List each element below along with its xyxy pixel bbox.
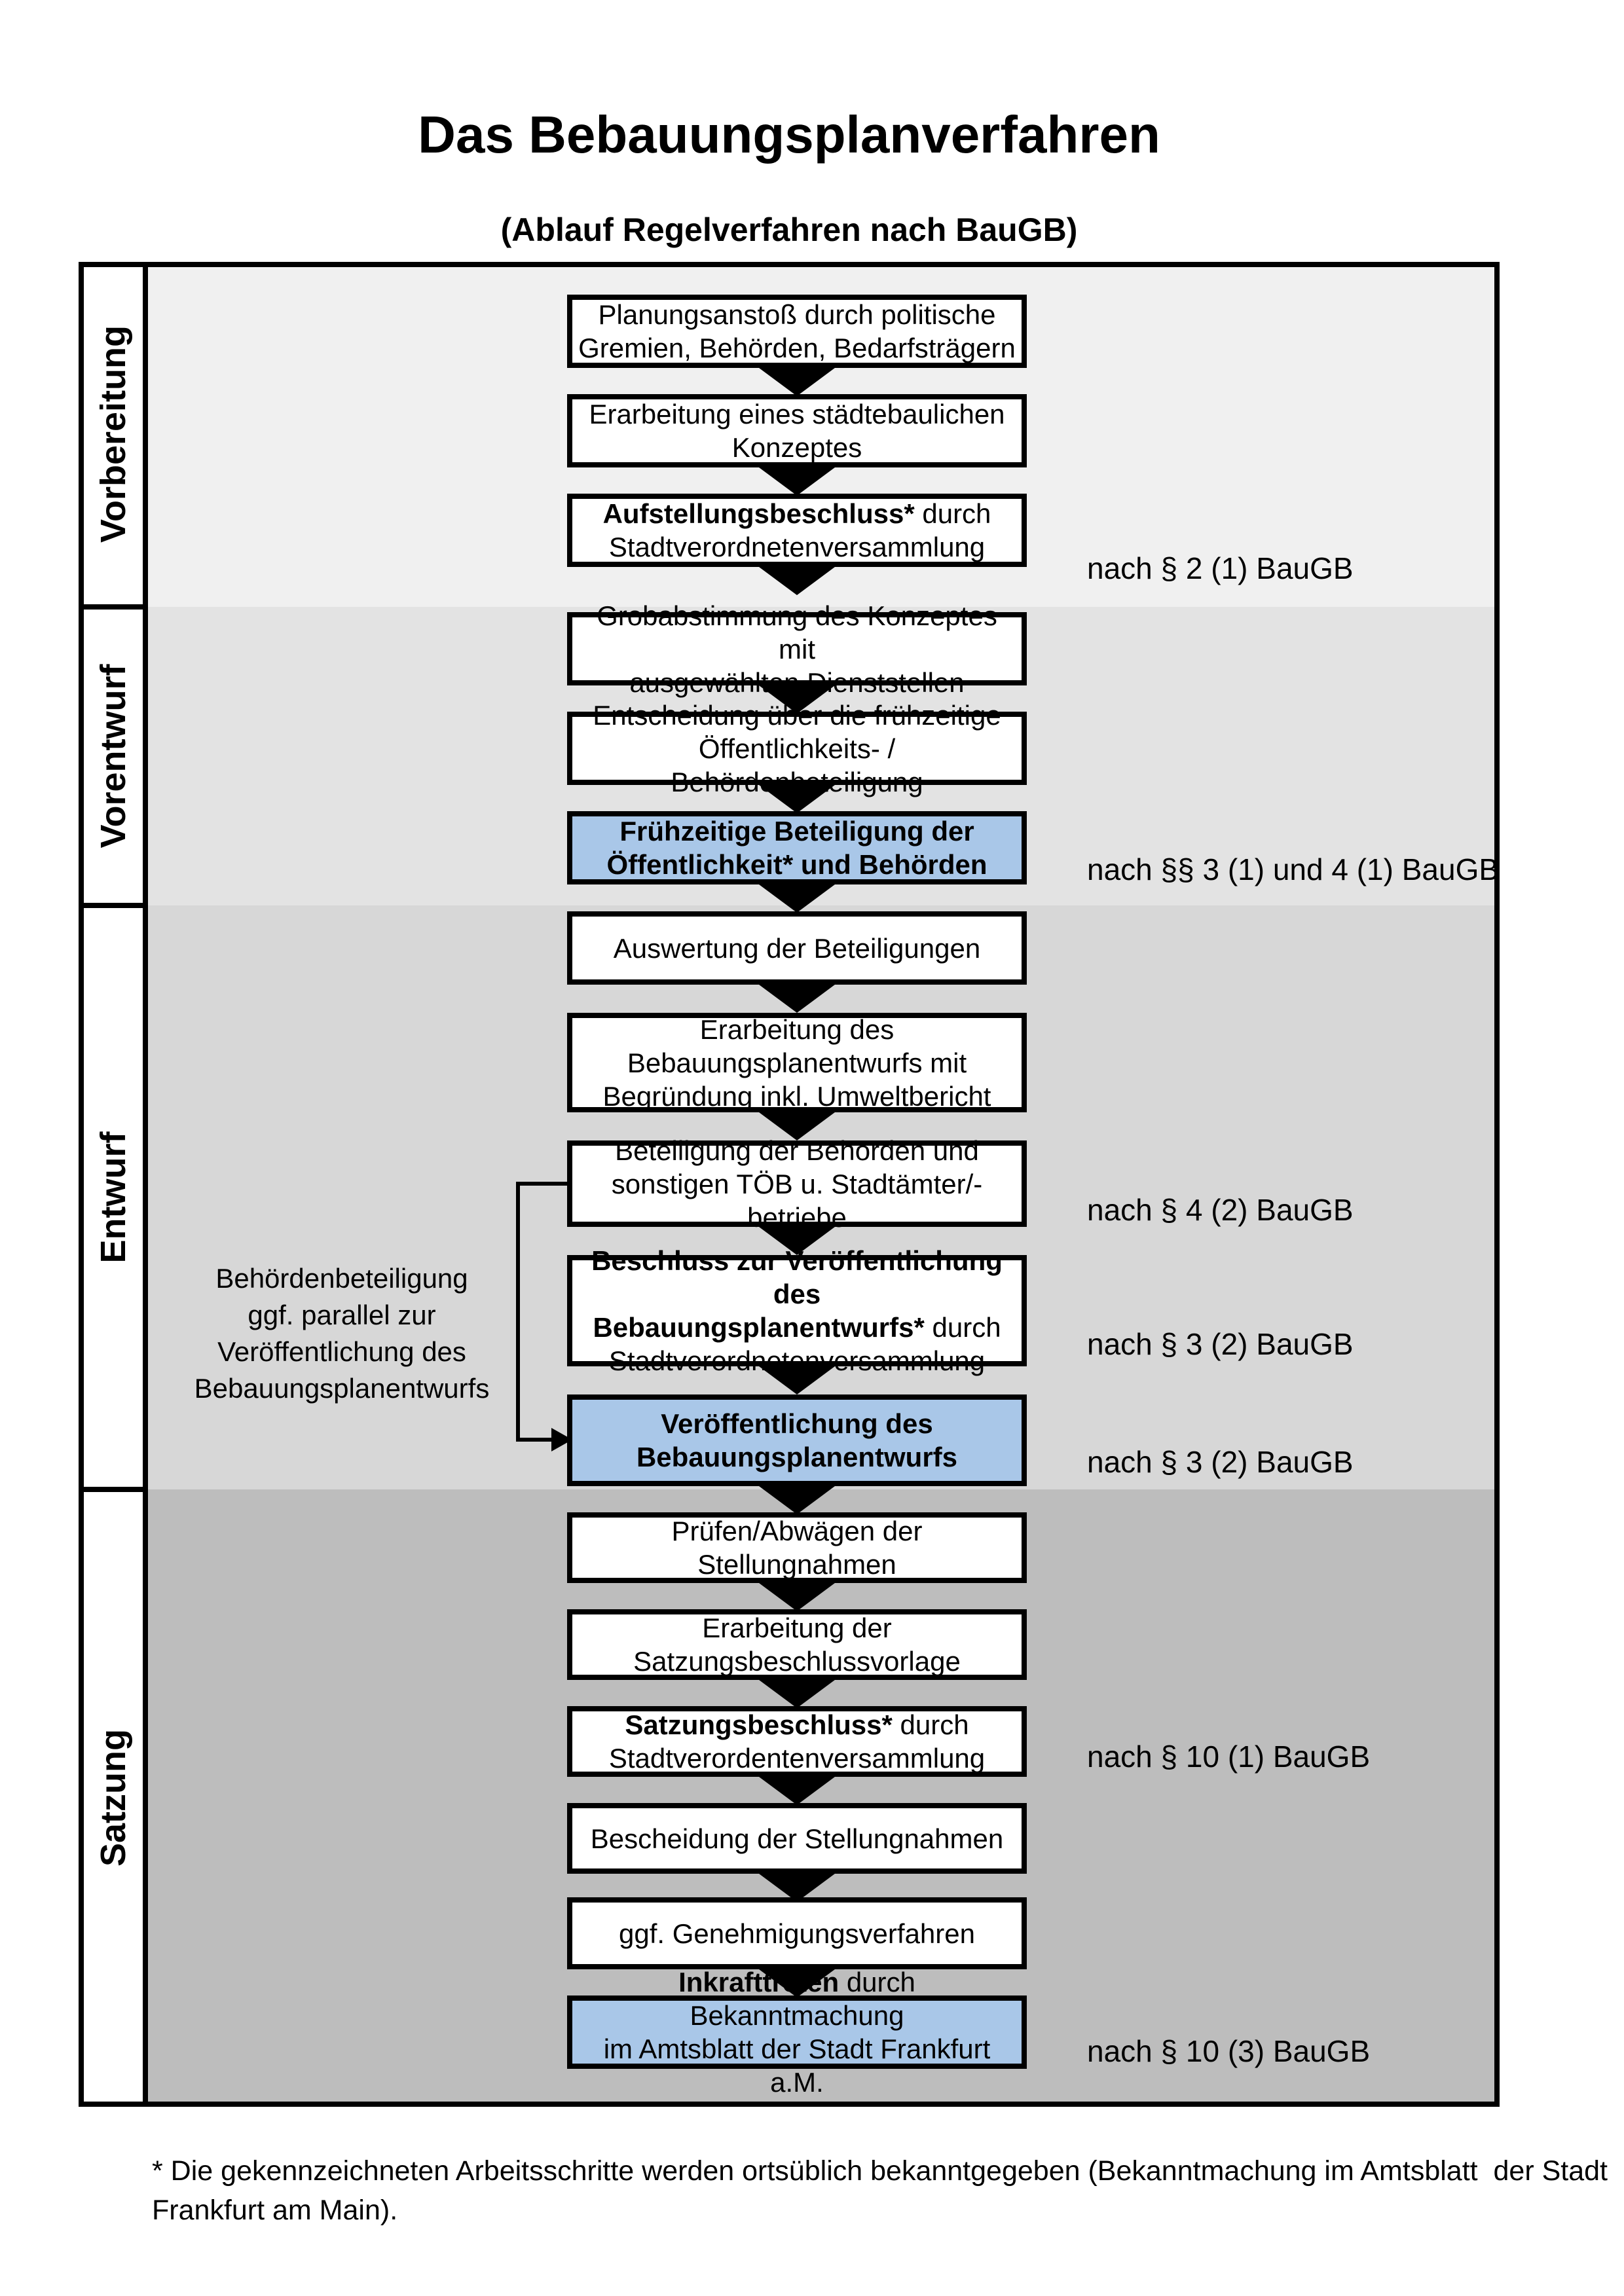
box-text: im Amtsblatt der Stadt Frankfurt a.M. [603,2033,991,2098]
box-text: Öffentlichkeit* und Behörden [606,849,987,880]
box-text: Entscheidung über die frühzeitige [593,699,1001,731]
box-text: Stadtverordnetenversammlung [608,1345,986,1376]
box-text: Begründung inkl. Umweltbericht [602,1080,991,1112]
box-text: Bebauungsplanentwurfs mit [627,1047,967,1078]
box-text: Stadtverordentenversammlung [608,1743,986,1774]
bracket-arrow-right-icon [551,1428,572,1451]
flow-arrow-down-icon [756,783,838,813]
box-text: Stadtverordnetenversammlung [608,532,986,562]
phase-label-vorbereitung: Vorbereitung [94,325,133,543]
flow-arrow-down-icon [756,1967,838,1997]
flow-box-inkrafttreten: Inkrafttreten durch Bekanntmachung im Am… [567,1967,1027,2098]
flow-arrow-down-icon [756,1364,838,1394]
footnote-line: * Die gekennzeichneten Arbeitsschritte w… [152,2155,1608,2187]
box-text: Beschluss zur Veröffentlichung des [591,1245,1003,1309]
box-text: Erarbeitung der [702,1613,892,1643]
flow-arrow-down-icon [756,465,838,496]
phase-cell-separator [81,1487,148,1492]
box-text: Bescheidung der Stellungnahmen [590,1823,1004,1854]
box-text: Konzeptes [731,432,862,463]
legal-ref-par4-2: nach § 4 (2) BauGB [1087,1193,1354,1227]
flow-box-planungsanstoss: Planungsanstoß durch politische Gremien,… [567,295,1027,368]
parallel-bracket [516,1182,567,1186]
box-text: Beteiligung der Behörden und [615,1135,979,1166]
flow-box-veroeffentlichungs-beschluss: Beschluss zur Veröffentlichung des Bebau… [567,1245,1027,1376]
flow-box-veroeffentlichung: Veröffentlichung des Bebauungsplanentwur… [567,1394,1027,1486]
box-text: Aufstellungsbeschluss* durch [602,498,991,529]
parallel-bracket [516,1182,520,1442]
flow-box-genehmigungsverfahren: ggf. Genehmigungsverfahren [567,1897,1027,1969]
phase-label-entwurf: Entwurf [94,1131,133,1264]
phase-label-satzung: Satzung [94,1729,133,1867]
flow-box-toeb-beteiligung: Beteiligung der Behörden und sonstigen T… [567,1135,1027,1233]
phase-cell-separator [81,604,148,610]
box-text: Veröffentlichung des [661,1408,933,1439]
flow-box-pruefen-abwaegen: Prüfen/Abwägen der Stellungnahmen [567,1512,1027,1583]
side-note-line: Bebauungsplanentwurfs [194,1373,490,1404]
flow-box-aufstellungsbeschluss: Aufstellungsbeschluss* durch Stadtverord… [567,494,1027,567]
side-note-line: Veröffentlichung des [217,1336,466,1367]
flow-arrow-down-icon [756,883,838,913]
label-column-divider [143,267,148,2102]
flow-box-fruehzeitige-beteiligung: Frühzeitige Beteiligung der Öffentlichke… [567,811,1027,884]
flow-arrow-down-icon [756,366,838,396]
side-note-line: Behördenbeteiligung [215,1263,468,1294]
flow-arrow-down-icon [756,1581,838,1611]
box-text: Gremien, Behörden, Bedarfsträgern [578,333,1016,363]
box-text: Inkrafttreten durch Bekanntmachung [678,1967,915,2031]
flow-box-satzungsvorlage: Erarbeitung der Satzungsbeschlussvorlage [567,1609,1027,1680]
flow-arrow-down-icon [756,683,838,714]
flow-arrow-down-icon [756,565,838,595]
box-text: Erarbeitung des [699,1013,895,1045]
box-text: Erarbeitung eines städtebaulichen [589,399,1005,429]
flow-arrow-down-icon [756,1872,838,1902]
flow-box-auswertung: Auswertung der Beteiligungen [567,911,1027,985]
flow-box-entwurf-erarbeitung: Erarbeitung des Bebauungsplanentwurfs mi… [567,1013,1027,1112]
legal-ref-par3-1-4-1: nach §§ 3 (1) und 4 (1) BauGB [1087,852,1500,886]
box-text: ggf. Genehmigungsverfahren [618,1918,975,1949]
box-text: Grobabstimmung des Konzeptes mit [597,600,997,665]
box-text: Öffentlichkeits- / Behördenbeteiligung [671,733,923,797]
flow-box-grobabstimmung: Grobabstimmung des Konzeptes mit ausgewä… [567,600,1027,698]
box-text: Satzungsbeschluss* durch [625,1709,969,1740]
legal-ref-par3-2-b: nach § 3 (2) BauGB [1087,1445,1354,1479]
flow-arrow-down-icon [756,1110,838,1140]
box-text: Prüfen/Abwägen der Stellungnahmen [671,1516,923,1580]
flow-box-konzept-erarbeitung: Erarbeitung eines städtebaulichen Konzep… [567,394,1027,467]
box-text: Bebauungsplanentwurfs* durch [593,1312,1001,1343]
parallel-bracket [516,1438,554,1442]
legal-ref-par10-1: nach § 10 (1) BauGB [1087,1740,1371,1774]
box-text: Bebauungsplanentwurfs [636,1442,958,1472]
page-subtitle: (Ablauf Regelverfahren nach BauGB) [500,211,1078,248]
side-note-parallel-beteiligung: Behördenbeteiligung ggf. parallel zur Ve… [145,1260,538,1407]
flow-arrow-down-icon [756,983,838,1013]
flow-arrow-down-icon [756,1225,838,1255]
box-text: Planungsanstoß durch politische [598,299,996,330]
page-title: Das Bebauungsplanverfahren [418,105,1160,164]
flow-arrow-down-icon [756,1775,838,1805]
side-note-line: ggf. parallel zur [248,1300,436,1330]
phase-cell-separator [81,903,148,908]
footnote-line: Frankfurt am Main). [152,2195,398,2226]
flow-box-bescheidung: Bescheidung der Stellungnahmen [567,1803,1027,1874]
box-text: Satzungsbeschlussvorlage [633,1646,961,1677]
phase-label-vorentwurf: Vorentwurf [94,664,133,848]
box-text: Auswertung der Beteiligungen [613,932,981,964]
legal-ref-par3-2-a: nach § 3 (2) BauGB [1087,1327,1354,1361]
flow-box-satzungsbeschluss: Satzungsbeschluss* durch Stadtverordente… [567,1706,1027,1777]
flow-arrow-down-icon [756,1484,838,1514]
legal-ref-par2-1: nach § 2 (1) BauGB [1087,551,1354,585]
flow-box-entscheidung-beteiligung: Entscheidung über die frühzeitige Öffent… [567,700,1027,797]
box-text: Frühzeitige Beteiligung der [619,816,974,847]
legal-ref-par10-3: nach § 10 (3) BauGB [1087,2034,1371,2068]
box-text: sonstigen TÖB u. Stadtämter/-betriebe [611,1168,983,1233]
box-text: ausgewählten Dienststellen [629,666,965,698]
flow-arrow-down-icon [756,1678,838,1708]
